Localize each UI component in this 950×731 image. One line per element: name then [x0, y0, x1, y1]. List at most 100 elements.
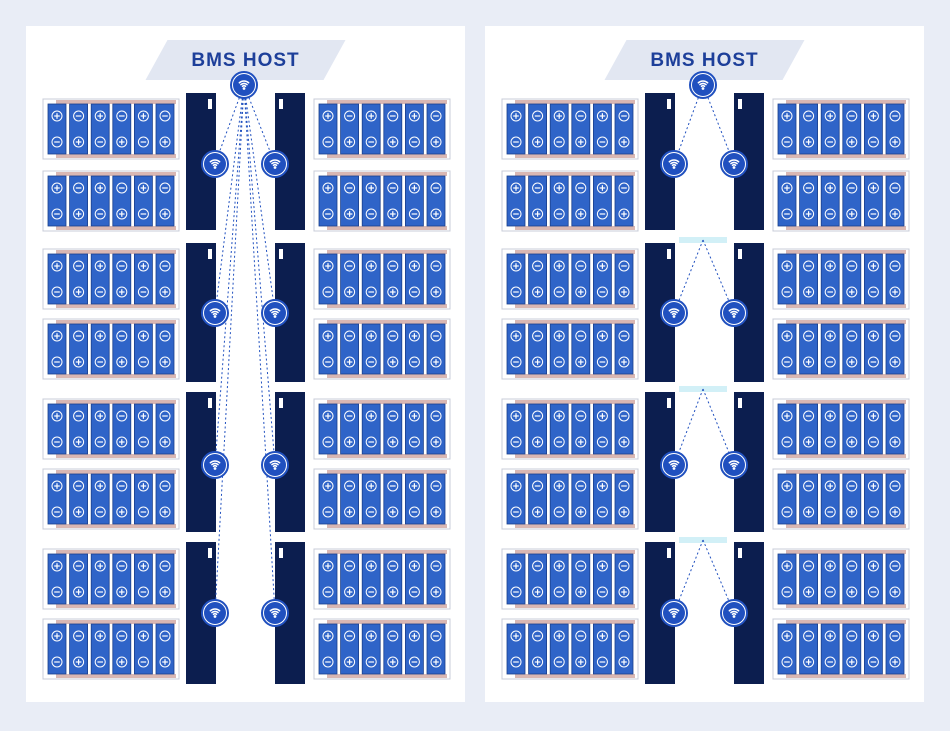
terminal-ring [803, 260, 815, 272]
terminal-ring [824, 110, 836, 122]
terminal-ring [867, 506, 879, 518]
wifi-arc [668, 460, 680, 464]
terminal-ring [846, 260, 858, 272]
terminal-ring [596, 410, 608, 422]
terminal-ring [781, 286, 793, 298]
terminal-ring [553, 286, 565, 298]
terminal-ring [322, 356, 334, 368]
battery-module [772, 468, 910, 530]
wifi-arc [731, 612, 737, 616]
terminal-ring [510, 630, 522, 642]
module-frame [501, 468, 639, 530]
positive-terminal [889, 286, 901, 298]
wifi-icon [261, 299, 289, 327]
terminal-ring [510, 110, 522, 122]
positive-terminal [137, 260, 149, 272]
terminal-ring [408, 208, 420, 220]
terminal-ring [575, 182, 587, 194]
positive-terminal [618, 506, 630, 518]
wifi-arc [671, 163, 677, 167]
negative-terminal [408, 356, 420, 368]
terminal-ring [159, 656, 171, 668]
busbar [515, 226, 635, 230]
busbar [56, 454, 176, 458]
terminal-ring [824, 182, 836, 194]
terminal-ring [867, 480, 879, 492]
wifi-arc [212, 612, 218, 616]
terminal-ring [365, 480, 377, 492]
terminal-ring [365, 110, 377, 122]
terminal-ring [408, 560, 420, 572]
negative-terminal [365, 286, 377, 298]
positive-terminal [510, 480, 522, 492]
terminal-ring [73, 286, 85, 298]
negative-terminal [94, 436, 106, 448]
wifi-arc [272, 612, 278, 616]
terminal-ring [137, 436, 149, 448]
terminal-ring [889, 330, 901, 342]
busbar [56, 154, 176, 158]
module-frame [313, 170, 451, 232]
positive-terminal [824, 410, 836, 422]
wifi-arc [668, 159, 680, 163]
negative-terminal [322, 436, 334, 448]
positive-terminal [553, 260, 565, 272]
positive-terminal [322, 182, 334, 194]
terminal-ring [846, 286, 858, 298]
terminal-ring [137, 110, 149, 122]
module-frame [772, 98, 910, 160]
positive-terminal [889, 656, 901, 668]
negative-terminal [387, 480, 399, 492]
terminal-ring [867, 208, 879, 220]
wifi-arc [269, 608, 281, 612]
terminal-ring [408, 436, 420, 448]
terminal-ring [137, 656, 149, 668]
terminal-ring [575, 136, 587, 148]
battery-module [313, 248, 451, 310]
wifi-arc [209, 460, 221, 464]
negative-terminal [73, 330, 85, 342]
terminal-ring [94, 506, 106, 518]
busbar [515, 100, 635, 104]
wifi-arc [730, 161, 738, 165]
negative-terminal [803, 260, 815, 272]
wifi-arc [211, 610, 219, 614]
terminal-ring [803, 136, 815, 148]
terminal-ring [137, 260, 149, 272]
negative-terminal [51, 656, 63, 668]
wifi-arc [240, 82, 248, 86]
busbar [56, 620, 176, 624]
negative-terminal [803, 410, 815, 422]
positive-terminal [365, 330, 377, 342]
terminal-ring [51, 560, 63, 572]
terminal-ring [322, 560, 334, 572]
terminal-ring [596, 480, 608, 492]
busbar [515, 604, 635, 608]
negative-terminal [408, 506, 420, 518]
terminal-ring [137, 410, 149, 422]
module-frame [313, 248, 451, 310]
terminal-ring [73, 560, 85, 572]
terminal-ring [51, 182, 63, 194]
positive-terminal [137, 410, 149, 422]
negative-terminal [344, 480, 356, 492]
negative-terminal [867, 506, 879, 518]
terminal-ring [73, 110, 85, 122]
terminal-ring [430, 110, 442, 122]
terminal-ring [867, 260, 879, 272]
terminal-ring [94, 586, 106, 598]
negative-terminal [532, 182, 544, 194]
busbar [56, 470, 176, 474]
rack-tab [208, 249, 212, 259]
negative-terminal [137, 436, 149, 448]
wifi-icon [720, 599, 748, 627]
negative-terminal [159, 630, 171, 642]
terminal-ring [387, 260, 399, 272]
wifi-arc [209, 608, 221, 612]
terminal-ring [781, 182, 793, 194]
terminal-ring [430, 506, 442, 518]
negative-terminal [532, 630, 544, 642]
negative-terminal [387, 260, 399, 272]
terminal-ring [322, 436, 334, 448]
wifi-icon [660, 150, 688, 178]
